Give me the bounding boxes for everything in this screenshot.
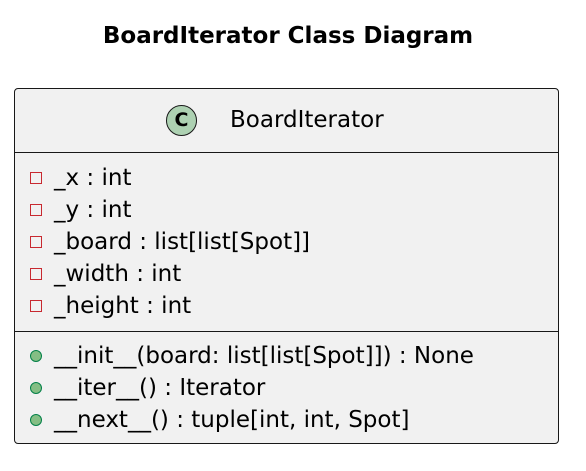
private-visibility-icon	[30, 204, 42, 216]
stereotype-letter: C	[174, 109, 189, 131]
public-visibility-icon	[30, 414, 42, 426]
method-text: __init__(board: list[list[Spot]]) : None	[54, 343, 474, 369]
attributes-divider	[15, 331, 558, 332]
public-visibility-icon	[30, 350, 42, 362]
attribute-text: _width : int	[54, 261, 182, 287]
attribute-row: _height : int	[15, 290, 558, 322]
private-visibility-icon	[30, 236, 42, 248]
method-text: __iter__() : Iterator	[54, 375, 266, 401]
header-divider	[15, 152, 558, 153]
class-header: C BoardIterator	[15, 89, 558, 153]
attribute-row: _board : list[list[Spot]]	[15, 226, 558, 258]
private-visibility-icon	[30, 172, 42, 184]
class-stereotype-icon: C	[166, 105, 197, 136]
attribute-text: _y : int	[54, 197, 132, 223]
method-row: __next__() : tuple[int, int, Spot]	[15, 404, 558, 436]
method-row: __iter__() : Iterator	[15, 372, 558, 404]
attribute-text: _height : int	[54, 293, 192, 319]
attribute-row: _x : int	[15, 162, 558, 194]
diagram-title: BoardIterator Class Diagram	[102, 23, 474, 49]
attribute-row: _width : int	[15, 258, 558, 290]
attribute-row: _y : int	[15, 194, 558, 226]
public-visibility-icon	[30, 382, 42, 394]
private-visibility-icon	[30, 268, 42, 280]
attribute-text: _board : list[list[Spot]]	[54, 229, 311, 255]
attribute-text: _x : int	[54, 165, 132, 191]
class-box[interactable]: C BoardIterator _x : int _y : int _board…	[14, 88, 559, 444]
method-row: __init__(board: list[list[Spot]]) : None	[15, 340, 558, 372]
method-text: __next__() : tuple[int, int, Spot]	[54, 407, 410, 433]
class-name: BoardIterator	[230, 107, 384, 133]
private-visibility-icon	[30, 300, 42, 312]
